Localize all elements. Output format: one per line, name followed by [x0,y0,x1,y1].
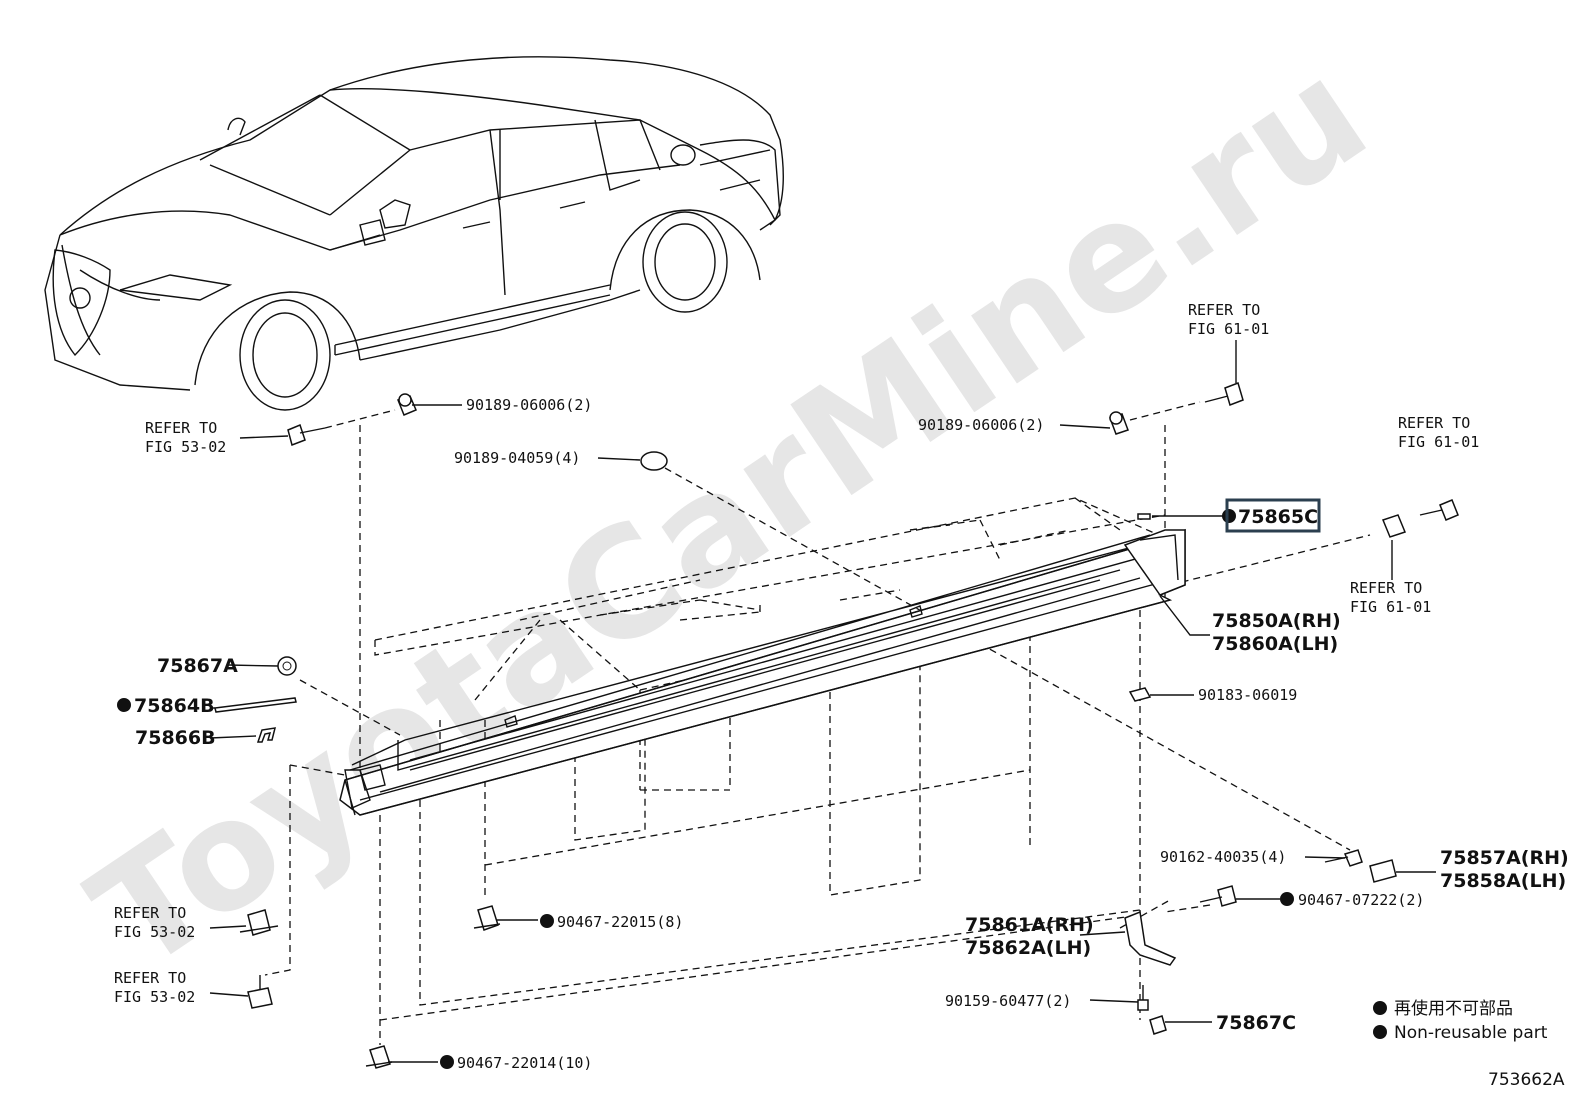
legend-line-en: Non-reusable part [1394,1023,1548,1043]
label-90183-06019: 90183-06019 [1198,686,1297,704]
legend-line-jp: 再使用不可部品 [1394,998,1513,1019]
screw-icon [1204,382,1244,406]
car-illustration [44,56,784,411]
label-75858a: 75858A(LH) [1440,870,1566,892]
bracket-icon [1124,910,1177,966]
label-90467-22014: 90467-22014(10) [457,1054,592,1072]
label-refer-61-01-mid: REFER TO [1350,579,1422,597]
bolt-icon [1137,985,1149,1011]
cap-icon [1369,859,1397,883]
label-90467-07222: 90467-07222(2) [1298,891,1424,909]
label-refer-53-02-top: REFER TO [145,419,217,437]
label-refer-53-02-bl2: REFER TO [114,969,186,987]
clip-icon [1149,1015,1167,1035]
legend: 再使用不可部品 Non-reusable part [1373,998,1548,1043]
non-reusable-icon [1280,892,1294,906]
non-reusable-icon [440,1055,454,1069]
label-75857a: 75857A(RH) [1440,847,1569,869]
label-75864b: 75864B [134,695,215,717]
label-refer-53-02-bl1: REFER TO [114,904,186,922]
part-labels: REFER TO FIG 53-02 90189-06006(2) 90189-… [114,301,1569,1072]
non-reusable-icon [1373,1001,1387,1015]
grommet-icon [640,451,668,471]
clip-icon [397,393,417,416]
label-90159-60477: 90159-60477(2) [945,992,1071,1010]
nut-icon [1128,687,1152,702]
screw-icon [287,423,326,446]
highlight-box [1225,498,1321,533]
label-refer-61-01-right: REFER TO [1398,414,1470,432]
diagram-code: 753662A [1488,1070,1565,1090]
clip-icon [1382,514,1406,538]
non-reusable-icon [540,914,554,928]
label-75850a: 75850A(RH) [1212,610,1341,632]
non-reusable-icon [117,698,131,712]
clip-icon [1199,885,1237,907]
label-75867a: 75867A [157,655,238,677]
label-refer-61-01-top-fig: FIG 61-01 [1188,320,1269,338]
label-75866b: 75866B [135,727,216,749]
label-refer-53-02-bl1-fig: FIG 53-02 [114,923,195,941]
bolt-icon [247,975,273,1009]
screw-icon [1419,499,1459,521]
grommet-icon [277,656,297,676]
non-reusable-icon [1222,509,1236,523]
label-refer-53-02-top-fig: FIG 53-02 [145,438,226,456]
label-90189-06006-right: 90189-06006(2) [918,416,1044,434]
label-refer-61-01-top: REFER TO [1188,301,1260,319]
clip-icon [239,909,279,936]
label-90189-06006-left: 90189-06006(2) [466,396,592,414]
fasteners [214,382,1459,1069]
label-refer-61-01-mid-fig: FIG 61-01 [1350,598,1431,616]
label-refer-53-02-bl2-fig: FIG 53-02 [114,988,195,1006]
label-75862a: 75862A(LH) [965,937,1091,959]
rocker-panel [339,528,1186,816]
label-75861a: 75861A(RH) [965,914,1094,936]
label-90162-40035: 90162-40035(4) [1160,848,1286,866]
label-90189-04059: 90189-04059(4) [454,449,580,467]
label-refer-61-01-right-fig: FIG 61-01 [1398,433,1479,451]
leader-lines [209,340,1436,1063]
non-reusable-icon [1373,1025,1387,1039]
label-75860a: 75860A(LH) [1212,633,1338,655]
clip-icon [1109,411,1129,435]
tape-icon [214,697,297,713]
screw-icon [1324,849,1363,867]
label-75865c: 75865C [1238,506,1318,528]
tape-icon [1137,513,1151,520]
guide-lines [264,401,1371,1045]
clip-icon [473,905,501,931]
label-90467-22015: 90467-22015(8) [557,913,683,931]
clip-icon [256,727,277,743]
label-75867c: 75867C [1216,1012,1296,1034]
clip-icon [365,1045,393,1069]
